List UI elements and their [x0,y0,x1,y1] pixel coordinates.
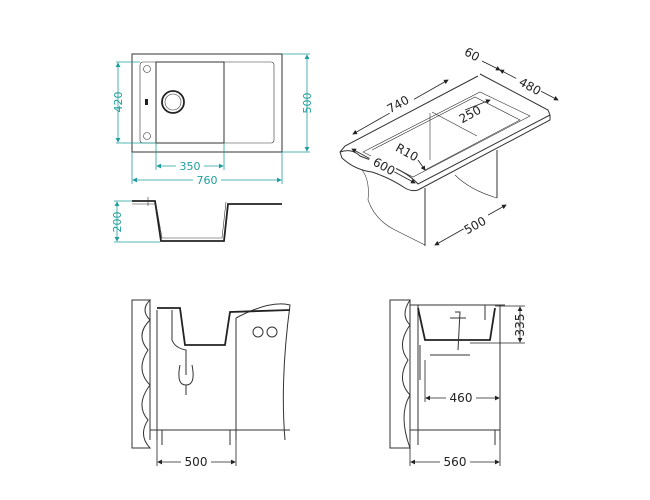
isometric-install-view: 740 60 480 250 R10 600 500 [339,45,559,246]
drain-icon [161,90,185,114]
top-view: 420 500 350 760 [112,53,314,187]
bowl-outline [155,61,225,144]
dim-420: 420 [112,92,125,113]
side-install-view: 335 460 560 [389,299,527,469]
dim-r10: R10 [393,141,420,165]
dim-60: 60 [462,45,482,65]
overflow-icon [145,99,148,105]
drainboard-outline [139,61,275,144]
dim-250: 250 [457,103,484,126]
dim-460: 460 [450,391,473,405]
dim-200: 200 [111,212,124,233]
tap-hole-icon [143,65,151,73]
dim-500-front: 500 [185,455,208,469]
front-install-view: 500 [131,299,291,469]
dim-500: 500 [301,93,314,114]
tap-hole-icon [143,132,151,140]
dim-480: 480 [517,75,544,98]
dim-335: 335 [513,314,527,337]
dim-600: 600 [371,155,398,178]
section-view: 200 [111,197,282,243]
dim-760: 760 [197,174,218,187]
dim-560: 560 [444,455,467,469]
sink-outline [131,53,283,153]
dim-350: 350 [180,160,201,173]
